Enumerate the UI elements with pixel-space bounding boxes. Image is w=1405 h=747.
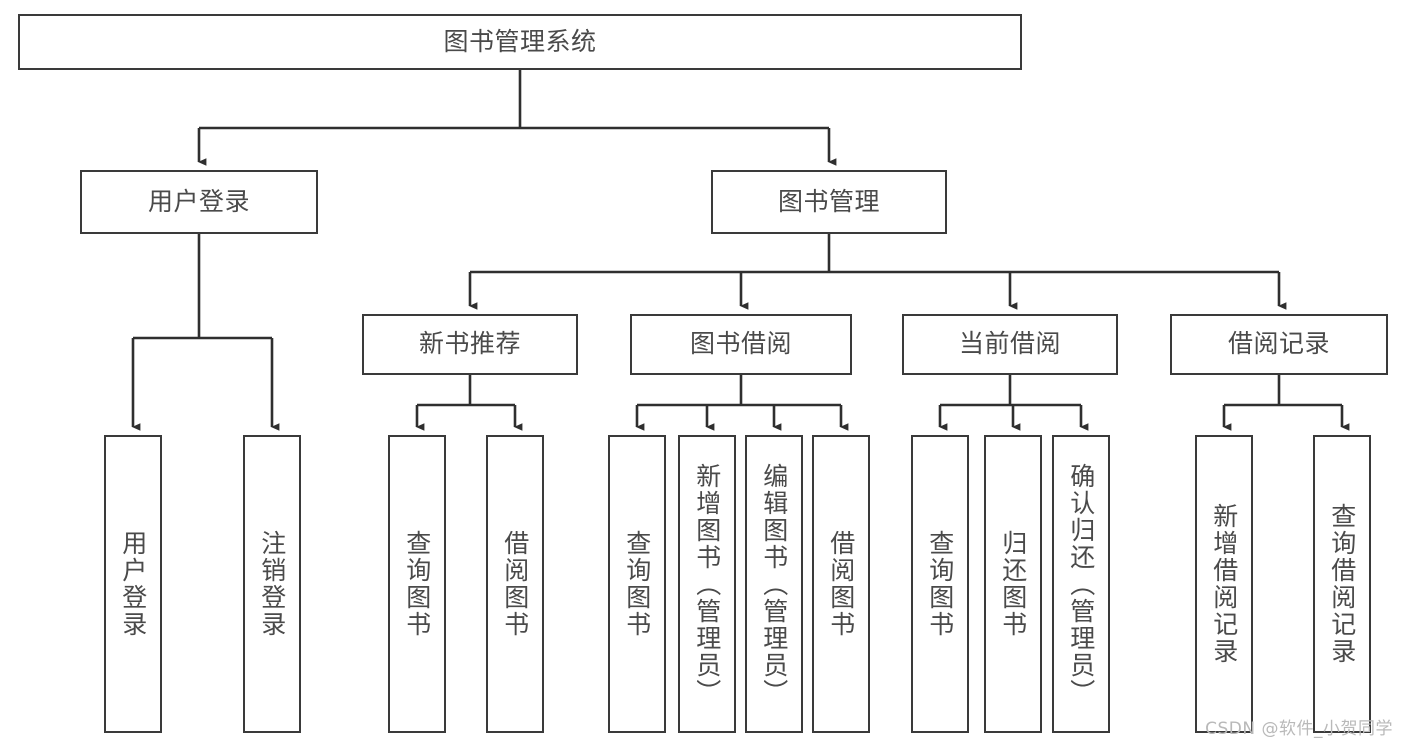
node-book-borrow[interactable]: 图书借阅 [630, 314, 852, 375]
leaf-return-book[interactable]: 归还图书 [984, 435, 1042, 733]
node-label: 查询借阅记录 [1327, 503, 1357, 665]
node-label: 图书管理 [777, 186, 880, 216]
node-label: 注销登录 [257, 530, 287, 638]
node-label: 查询图书 [622, 530, 652, 638]
node-label: 图书管理系统 [443, 26, 597, 56]
node-label: 查询图书 [402, 530, 432, 638]
leaf-confirm-return[interactable]: 确认归还（管理员） [1052, 435, 1110, 733]
node-label: 借阅图书 [500, 530, 530, 638]
node-label: 新书推荐 [418, 329, 521, 359]
node-label: 用户登录 [147, 186, 250, 216]
node-new-book-recommend[interactable]: 新书推荐 [362, 314, 578, 375]
leaf-borrow-book-1[interactable]: 借阅图书 [486, 435, 544, 733]
leaf-add-book[interactable]: 新增图书（管理员） [678, 435, 736, 733]
node-label: 新增借阅记录 [1209, 503, 1239, 665]
node-label: 当前借阅 [958, 329, 1061, 359]
leaf-edit-book[interactable]: 编辑图书（管理员） [745, 435, 803, 733]
node-current-borrow[interactable]: 当前借阅 [902, 314, 1118, 375]
node-label: 用户登录 [118, 530, 148, 638]
node-label: 查询图书 [925, 530, 955, 638]
node-book-management[interactable]: 图书管理 [711, 170, 947, 234]
node-label: 图书借阅 [689, 329, 792, 359]
leaf-borrow-book-2[interactable]: 借阅图书 [812, 435, 870, 733]
leaf-query-record[interactable]: 查询借阅记录 [1313, 435, 1371, 733]
leaf-query-book-2[interactable]: 查询图书 [608, 435, 666, 733]
node-user-login[interactable]: 用户登录 [80, 170, 318, 234]
node-label: 借阅图书 [826, 530, 856, 638]
leaf-query-book-1[interactable]: 查询图书 [388, 435, 446, 733]
node-label: 归还图书 [998, 530, 1028, 638]
csdn-watermark: CSDN @软件_小贺同学 [1205, 719, 1393, 739]
leaf-query-book-3[interactable]: 查询图书 [911, 435, 969, 733]
node-label: 编辑图书（管理员） [759, 462, 789, 706]
node-root-system[interactable]: 图书管理系统 [18, 14, 1022, 70]
node-label: 确认归还（管理员） [1066, 462, 1096, 706]
node-label: 新增图书（管理员） [692, 462, 722, 706]
node-borrow-record[interactable]: 借阅记录 [1170, 314, 1388, 375]
leaf-user-login[interactable]: 用户登录 [104, 435, 162, 733]
leaf-logout[interactable]: 注销登录 [243, 435, 301, 733]
leaf-add-record[interactable]: 新增借阅记录 [1195, 435, 1253, 733]
node-label: 借阅记录 [1227, 329, 1330, 359]
